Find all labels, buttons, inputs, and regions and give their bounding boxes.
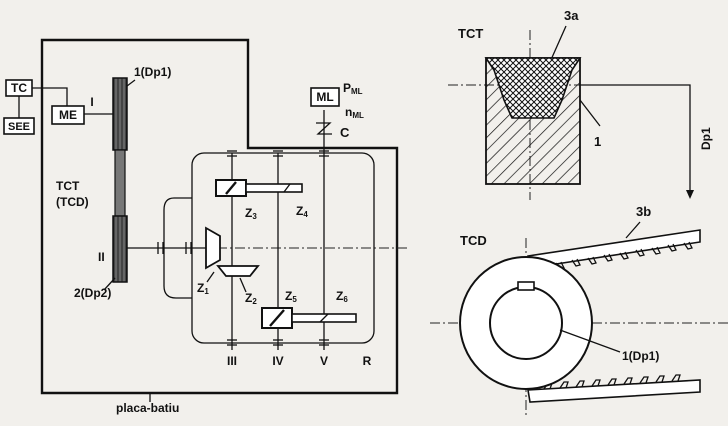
bevel-gear-z2 — [216, 265, 260, 277]
bearing-ii-b — [185, 242, 192, 254]
ml-label: ML — [316, 90, 333, 104]
tc-me-link — [32, 87, 68, 106]
z2-label: Z2 — [245, 291, 257, 306]
gear-z4 — [245, 183, 303, 193]
z4-label: Z4 — [296, 204, 308, 219]
tct-section: TCT 3a 1 Dp1 — [448, 8, 713, 200]
pulley-1-leader — [126, 79, 136, 87]
bearing-ii-a — [157, 242, 164, 254]
tcd-pulley-label: 1(Dp1) — [622, 349, 659, 363]
tct-label: TCT — [56, 179, 80, 193]
bevel-leader-z1 — [206, 271, 215, 283]
pulley-2-label: 2(Dp2) — [74, 286, 111, 300]
see-box — [3, 117, 35, 135]
coupling-c-label: C — [340, 125, 350, 140]
gear-z4-mark — [283, 183, 291, 193]
coupling-c-symbol — [316, 122, 332, 135]
tct-title: TCT — [458, 26, 483, 41]
tcd-pulley-inner — [489, 286, 563, 360]
tc-label: TC — [11, 81, 27, 95]
shaft-iv-label: IV — [272, 354, 283, 368]
pulley-1 — [112, 77, 128, 151]
dp1-label: Dp1 — [699, 127, 713, 150]
belt-3a-label: 3a — [564, 8, 579, 23]
pulley-2 — [112, 215, 128, 283]
shaft-ii-label: II — [98, 250, 105, 264]
frame-label: placa-batiu — [116, 401, 179, 415]
belt-3b-leader — [625, 221, 641, 239]
v-belt-3a — [484, 57, 582, 119]
shaft-bearings — [227, 150, 329, 346]
tcd-section: TCD 3b 1(Dp1) — [430, 204, 728, 415]
pulley-2-leader — [103, 277, 116, 291]
kinematic-scheme: TC SEE ME I 1(Dp1) TCT (TCD) 2(Dp2) II — [3, 38, 410, 415]
bevel-leader-z2 — [239, 277, 247, 293]
dp1-arrow — [686, 190, 694, 199]
pulley-1-ref — [579, 99, 601, 127]
z6-label: Z6 — [336, 289, 348, 304]
timing-belt-lower — [527, 379, 701, 403]
me-label: ME — [59, 108, 77, 122]
shaft-i-label: I — [90, 95, 93, 109]
bevel-gear-z1 — [205, 226, 221, 270]
pulley-1-label: 1(Dp1) — [134, 65, 171, 79]
tcd-pulley-leader — [559, 329, 621, 353]
tcd-label: (TCD) — [56, 195, 89, 209]
z1-label: Z1 — [197, 281, 209, 296]
belt-3b-label: 3b — [636, 204, 651, 219]
ml-box — [310, 87, 340, 107]
n-ml-label: nML — [345, 105, 364, 120]
belt-tct — [114, 149, 126, 217]
gearbox-housing — [191, 152, 375, 344]
gear-z3-mark — [225, 181, 237, 195]
support-bracket — [163, 197, 192, 299]
shaft-iii-label: III — [227, 354, 237, 368]
pulley-1-ref-label: 1 — [594, 134, 601, 149]
me-box — [51, 105, 85, 125]
shaft-v-label: V — [320, 354, 328, 368]
p-ml-label: PML — [343, 81, 363, 96]
dp1-dimension — [580, 84, 691, 195]
gear-z5-mark — [269, 309, 285, 327]
base-plate-frame — [40, 38, 399, 395]
belt-3a-leader — [549, 25, 567, 63]
z3-label: Z3 — [245, 206, 257, 221]
tcd-title: TCD — [460, 233, 487, 248]
gear-z6-mark — [319, 313, 329, 323]
r-label: R — [363, 354, 372, 368]
keyway — [517, 281, 535, 291]
see-label: SEE — [8, 121, 30, 133]
z5-label: Z5 — [285, 289, 297, 304]
